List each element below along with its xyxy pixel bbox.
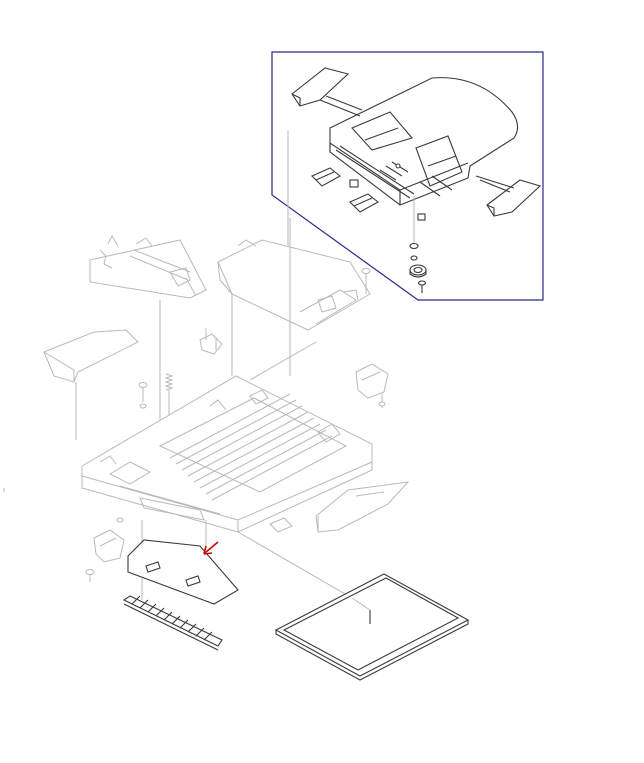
hinge-part bbox=[199, 328, 223, 355]
ghosted-assembly bbox=[43, 218, 410, 600]
screw-right-top bbox=[361, 268, 371, 294]
screw-part bbox=[417, 280, 427, 293]
left-paper-guide bbox=[291, 67, 350, 107]
detail-frame bbox=[271, 51, 544, 301]
main-base-frame bbox=[81, 375, 373, 533]
input-tray-body bbox=[329, 77, 519, 206]
left-side-cover bbox=[43, 329, 139, 440]
spring-part bbox=[164, 373, 174, 420]
gear-part bbox=[409, 264, 427, 278]
left-lower-hinge bbox=[85, 517, 125, 582]
screw-left-mid bbox=[138, 382, 148, 409]
right-flap bbox=[315, 481, 410, 533]
separation-plate bbox=[127, 539, 239, 605]
small-tab bbox=[269, 517, 293, 533]
rear-cover bbox=[217, 218, 371, 331]
right-paper-guide bbox=[486, 179, 542, 217]
washer-part bbox=[409, 242, 419, 250]
right-hinge-part bbox=[355, 363, 389, 408]
document-sheet-stack bbox=[274, 573, 470, 681]
tray-latch-center bbox=[349, 193, 379, 213]
detail-inset bbox=[271, 51, 544, 301]
arrow-down-left-icon bbox=[203, 541, 219, 555]
tray-latch-left bbox=[311, 167, 341, 187]
spring-washer-part bbox=[410, 255, 418, 261]
paper-guide-rail bbox=[122, 595, 223, 651]
pickup-roller-assembly bbox=[89, 234, 207, 440]
